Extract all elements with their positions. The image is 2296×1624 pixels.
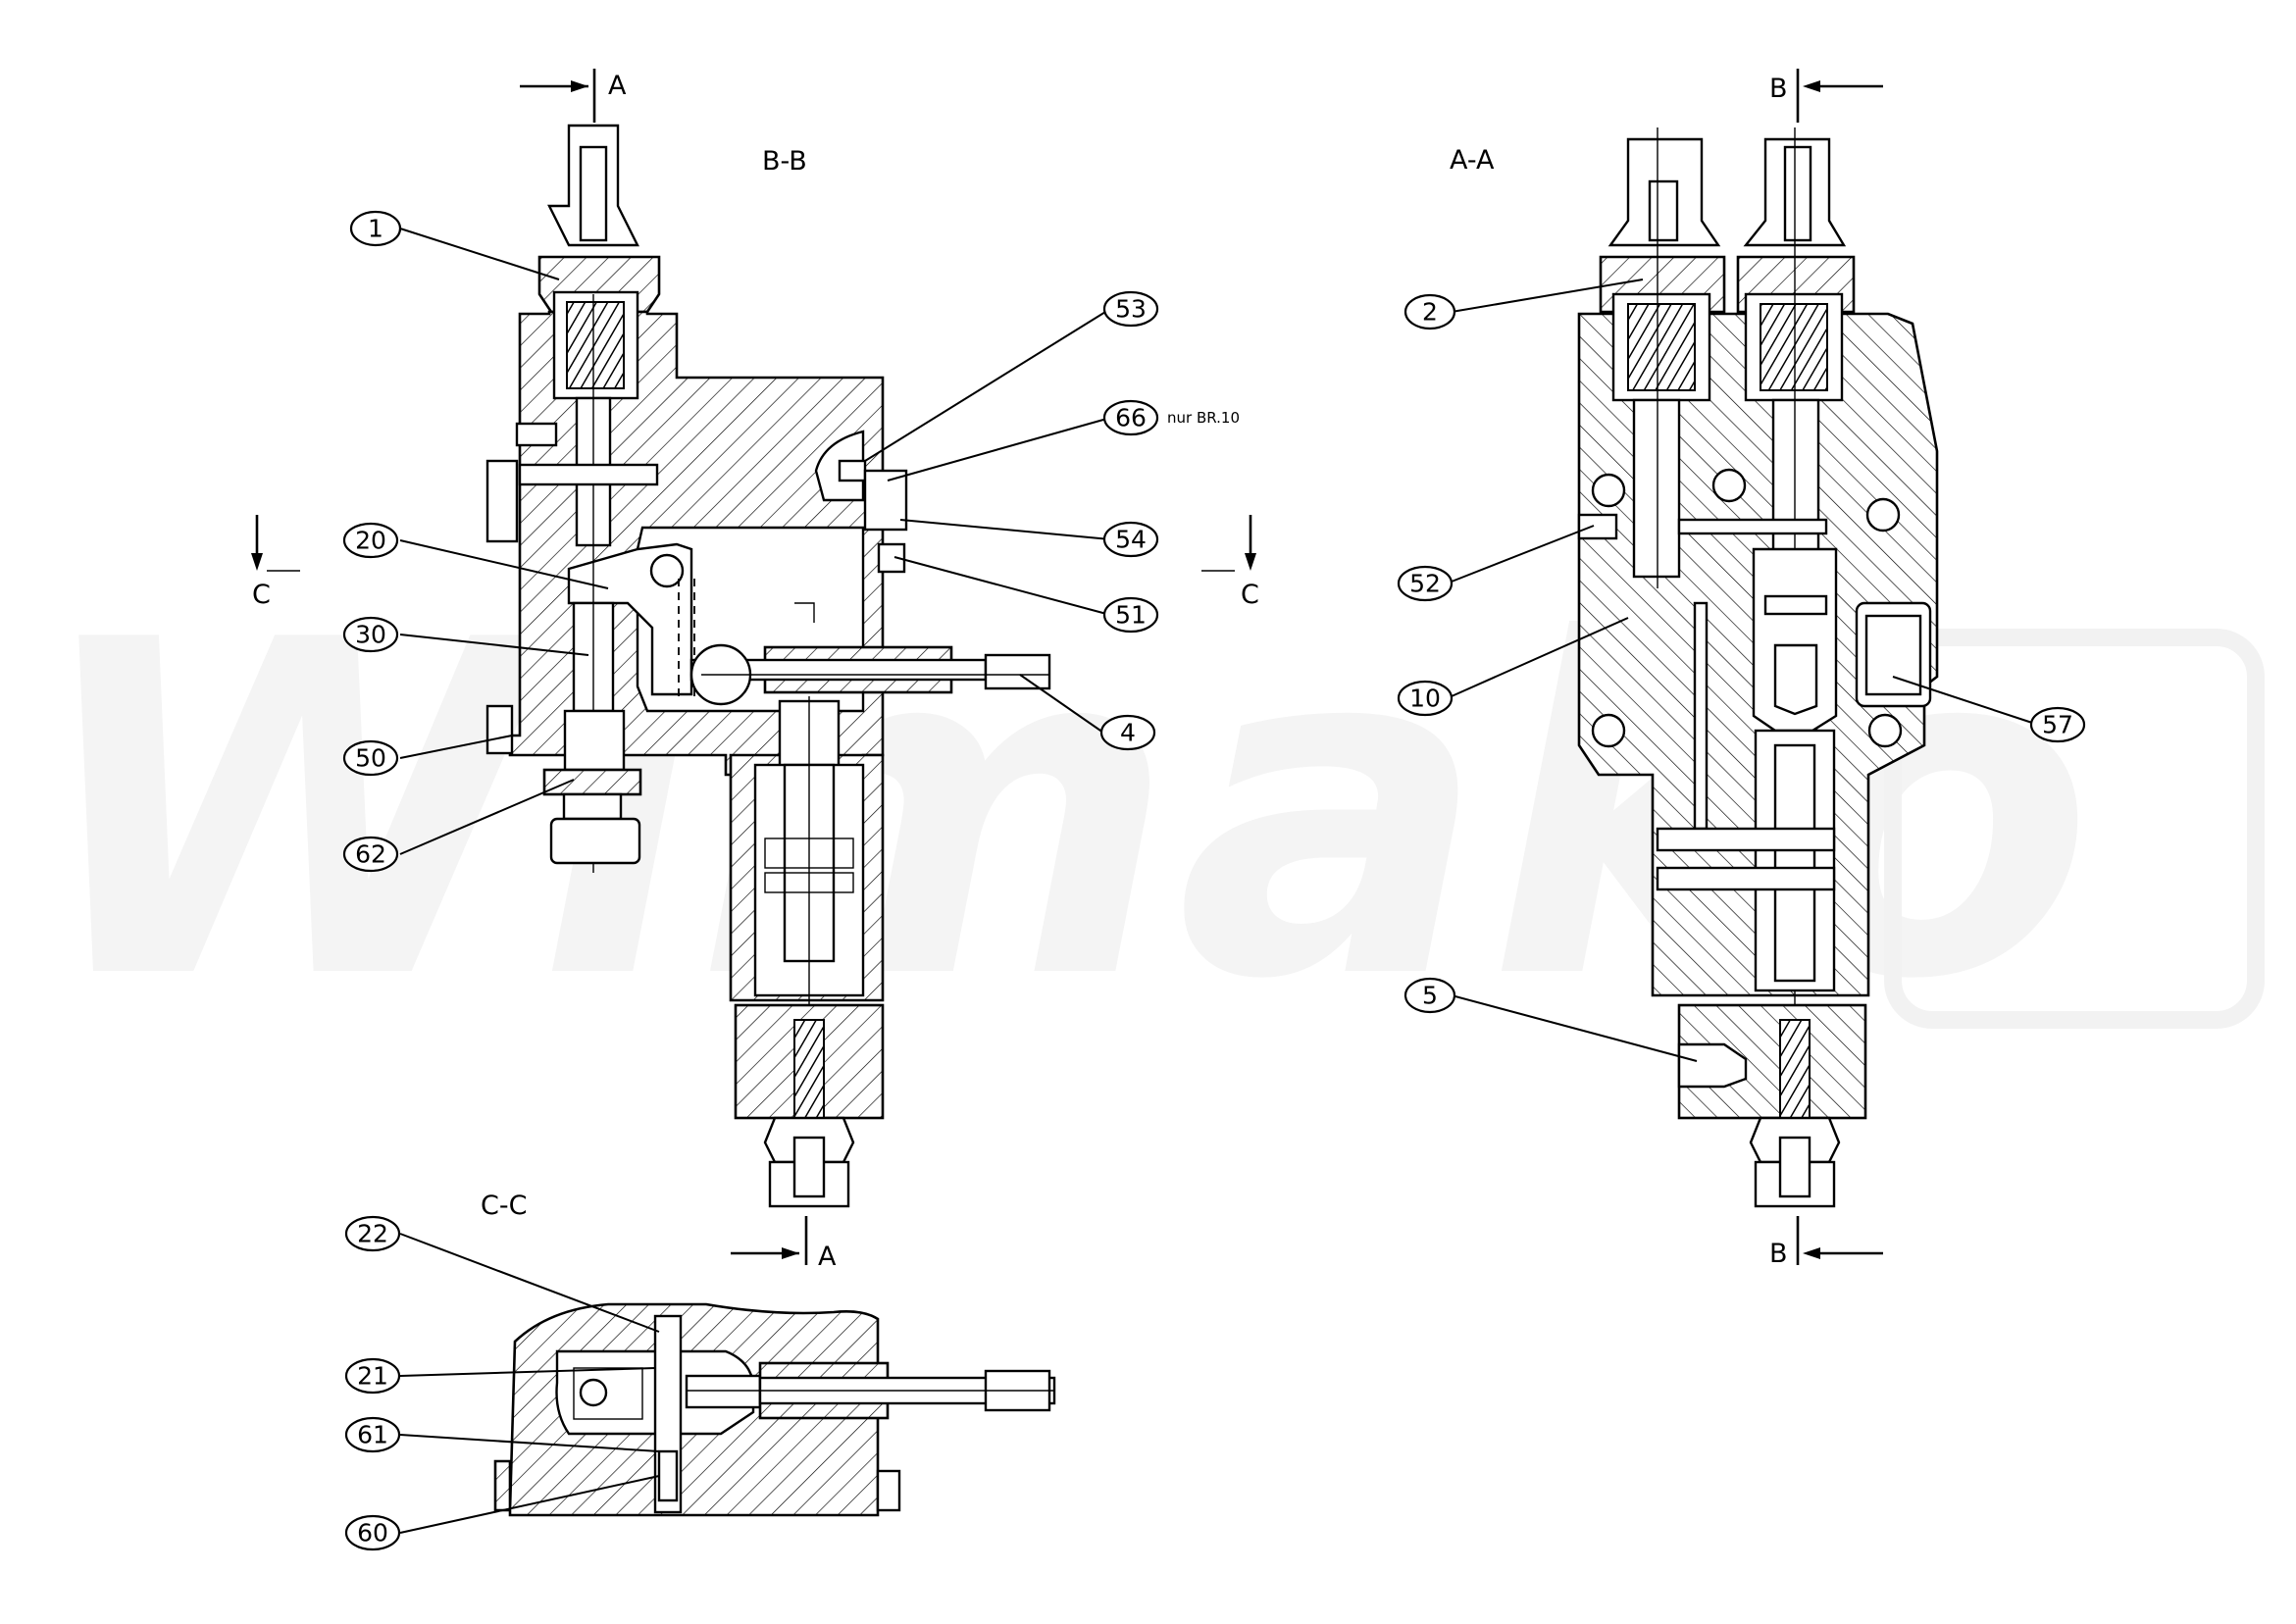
svg-text:60: 60	[357, 1519, 388, 1548]
view-a-a	[1577, 69, 1939, 1265]
svg-text:4: 4	[1120, 719, 1136, 747]
svg-text:30: 30	[355, 621, 386, 649]
balloon-4: 4	[1099, 714, 1156, 751]
marker-b-bottom: B	[1769, 1239, 1788, 1269]
balloon-22: 22	[344, 1215, 401, 1252]
pin-21	[685, 1374, 762, 1409]
horizontal-pin-1	[1656, 827, 1836, 852]
svg-text:57: 57	[2042, 711, 2073, 739]
view-title-bb: B-B	[762, 146, 807, 177]
side-plug-50-top	[485, 459, 519, 543]
lower-nut-62	[563, 709, 626, 772]
hole-2	[1711, 468, 1747, 503]
spring	[566, 301, 625, 389]
spring-aa-right	[1760, 303, 1828, 391]
pin-60	[657, 1449, 679, 1502]
svg-text:22: 22	[357, 1220, 388, 1248]
view-title-aa: A-A	[1450, 145, 1495, 176]
spool-aa	[1773, 743, 1816, 983]
balloon-62: 62	[342, 836, 399, 873]
section-arrow-a-top	[520, 69, 596, 123]
section-c-right	[1201, 515, 1256, 572]
balloon-61: 61	[344, 1416, 401, 1453]
balloon-57: 57	[2029, 706, 2086, 743]
balloon-5: 5	[1403, 977, 1456, 1014]
leader-lines	[399, 228, 2033, 1534]
svg-text:54: 54	[1115, 526, 1147, 554]
balloon-50: 50	[342, 739, 399, 777]
hole-4	[1591, 713, 1626, 748]
svg-text:53: 53	[1115, 295, 1147, 324]
section-arrow-a-bottom	[731, 1216, 808, 1265]
marker-c-right: C	[1241, 580, 1259, 610]
plug-50	[485, 704, 514, 755]
view-b-b	[251, 69, 1256, 1265]
svg-text:20: 20	[355, 527, 386, 555]
marker-a-top: A	[608, 71, 627, 101]
lower-flange	[542, 768, 642, 796]
balloon-20: 20	[342, 522, 399, 559]
lower-stem	[792, 1136, 826, 1198]
top-stem	[579, 145, 608, 242]
cross-bore	[518, 463, 659, 486]
svg-text:52: 52	[1409, 570, 1441, 598]
plug-cc	[876, 1469, 901, 1512]
section-c-left	[251, 515, 306, 572]
roller	[1773, 643, 1818, 716]
balloon-53: 53	[1102, 290, 1159, 328]
balloon-1: 1	[349, 210, 402, 247]
eye-cc	[579, 1378, 608, 1407]
svg-text:21: 21	[357, 1362, 388, 1391]
note-66: nur BR.10	[1167, 409, 1240, 427]
plug-52	[1577, 513, 1618, 540]
svg-text:2: 2	[1422, 298, 1438, 327]
svg-text:10: 10	[1409, 685, 1441, 713]
svg-text:66: 66	[1115, 404, 1147, 432]
view-title-cc: C-C	[481, 1191, 527, 1221]
svg-text:51: 51	[1115, 601, 1147, 630]
lever-pivot	[649, 553, 685, 588]
view-c-c	[493, 1302, 1056, 1517]
fitting-53	[838, 459, 867, 482]
svg-text:61: 61	[357, 1421, 388, 1449]
svg-text:1: 1	[368, 215, 383, 243]
balloon-51: 51	[1102, 596, 1159, 634]
fitting-66	[863, 469, 908, 532]
horizontal-pin-2	[1656, 866, 1836, 891]
marker-c-left: C	[252, 580, 271, 610]
side-plug-upper	[515, 422, 558, 447]
balloon-10: 10	[1397, 680, 1454, 717]
balloon-54: 54	[1102, 521, 1159, 558]
marker-a-bottom: A	[818, 1242, 837, 1272]
pin-tip	[984, 653, 1051, 690]
lower-spring-aa	[1779, 1019, 1811, 1119]
marker-b-top: B	[1769, 74, 1788, 104]
section-arrow-b-bottom	[1796, 1216, 1883, 1265]
balloon-66: 66	[1102, 399, 1159, 436]
svg-text:62: 62	[355, 840, 386, 869]
balloon-21: 21	[344, 1357, 401, 1395]
watermark-frame	[1884, 629, 2265, 1029]
lower-spring	[793, 1019, 825, 1119]
balloon-52: 52	[1397, 565, 1454, 602]
section-arrow-b-top	[1796, 69, 1883, 123]
bore-aa-left	[1632, 398, 1681, 579]
hole-5	[1867, 713, 1903, 748]
balloon-60: 60	[344, 1514, 401, 1551]
balloon-30: 30	[342, 616, 399, 653]
balloon-2: 2	[1403, 293, 1456, 330]
svg-text:5: 5	[1422, 982, 1438, 1010]
fitting-5	[1677, 1042, 1748, 1089]
spring-aa-left	[1627, 303, 1696, 391]
vertical-channel	[1693, 601, 1709, 831]
svg-text:50: 50	[355, 744, 386, 773]
bottom-knob	[549, 817, 641, 865]
hole-3	[1865, 497, 1901, 533]
hole-1	[1591, 473, 1626, 508]
